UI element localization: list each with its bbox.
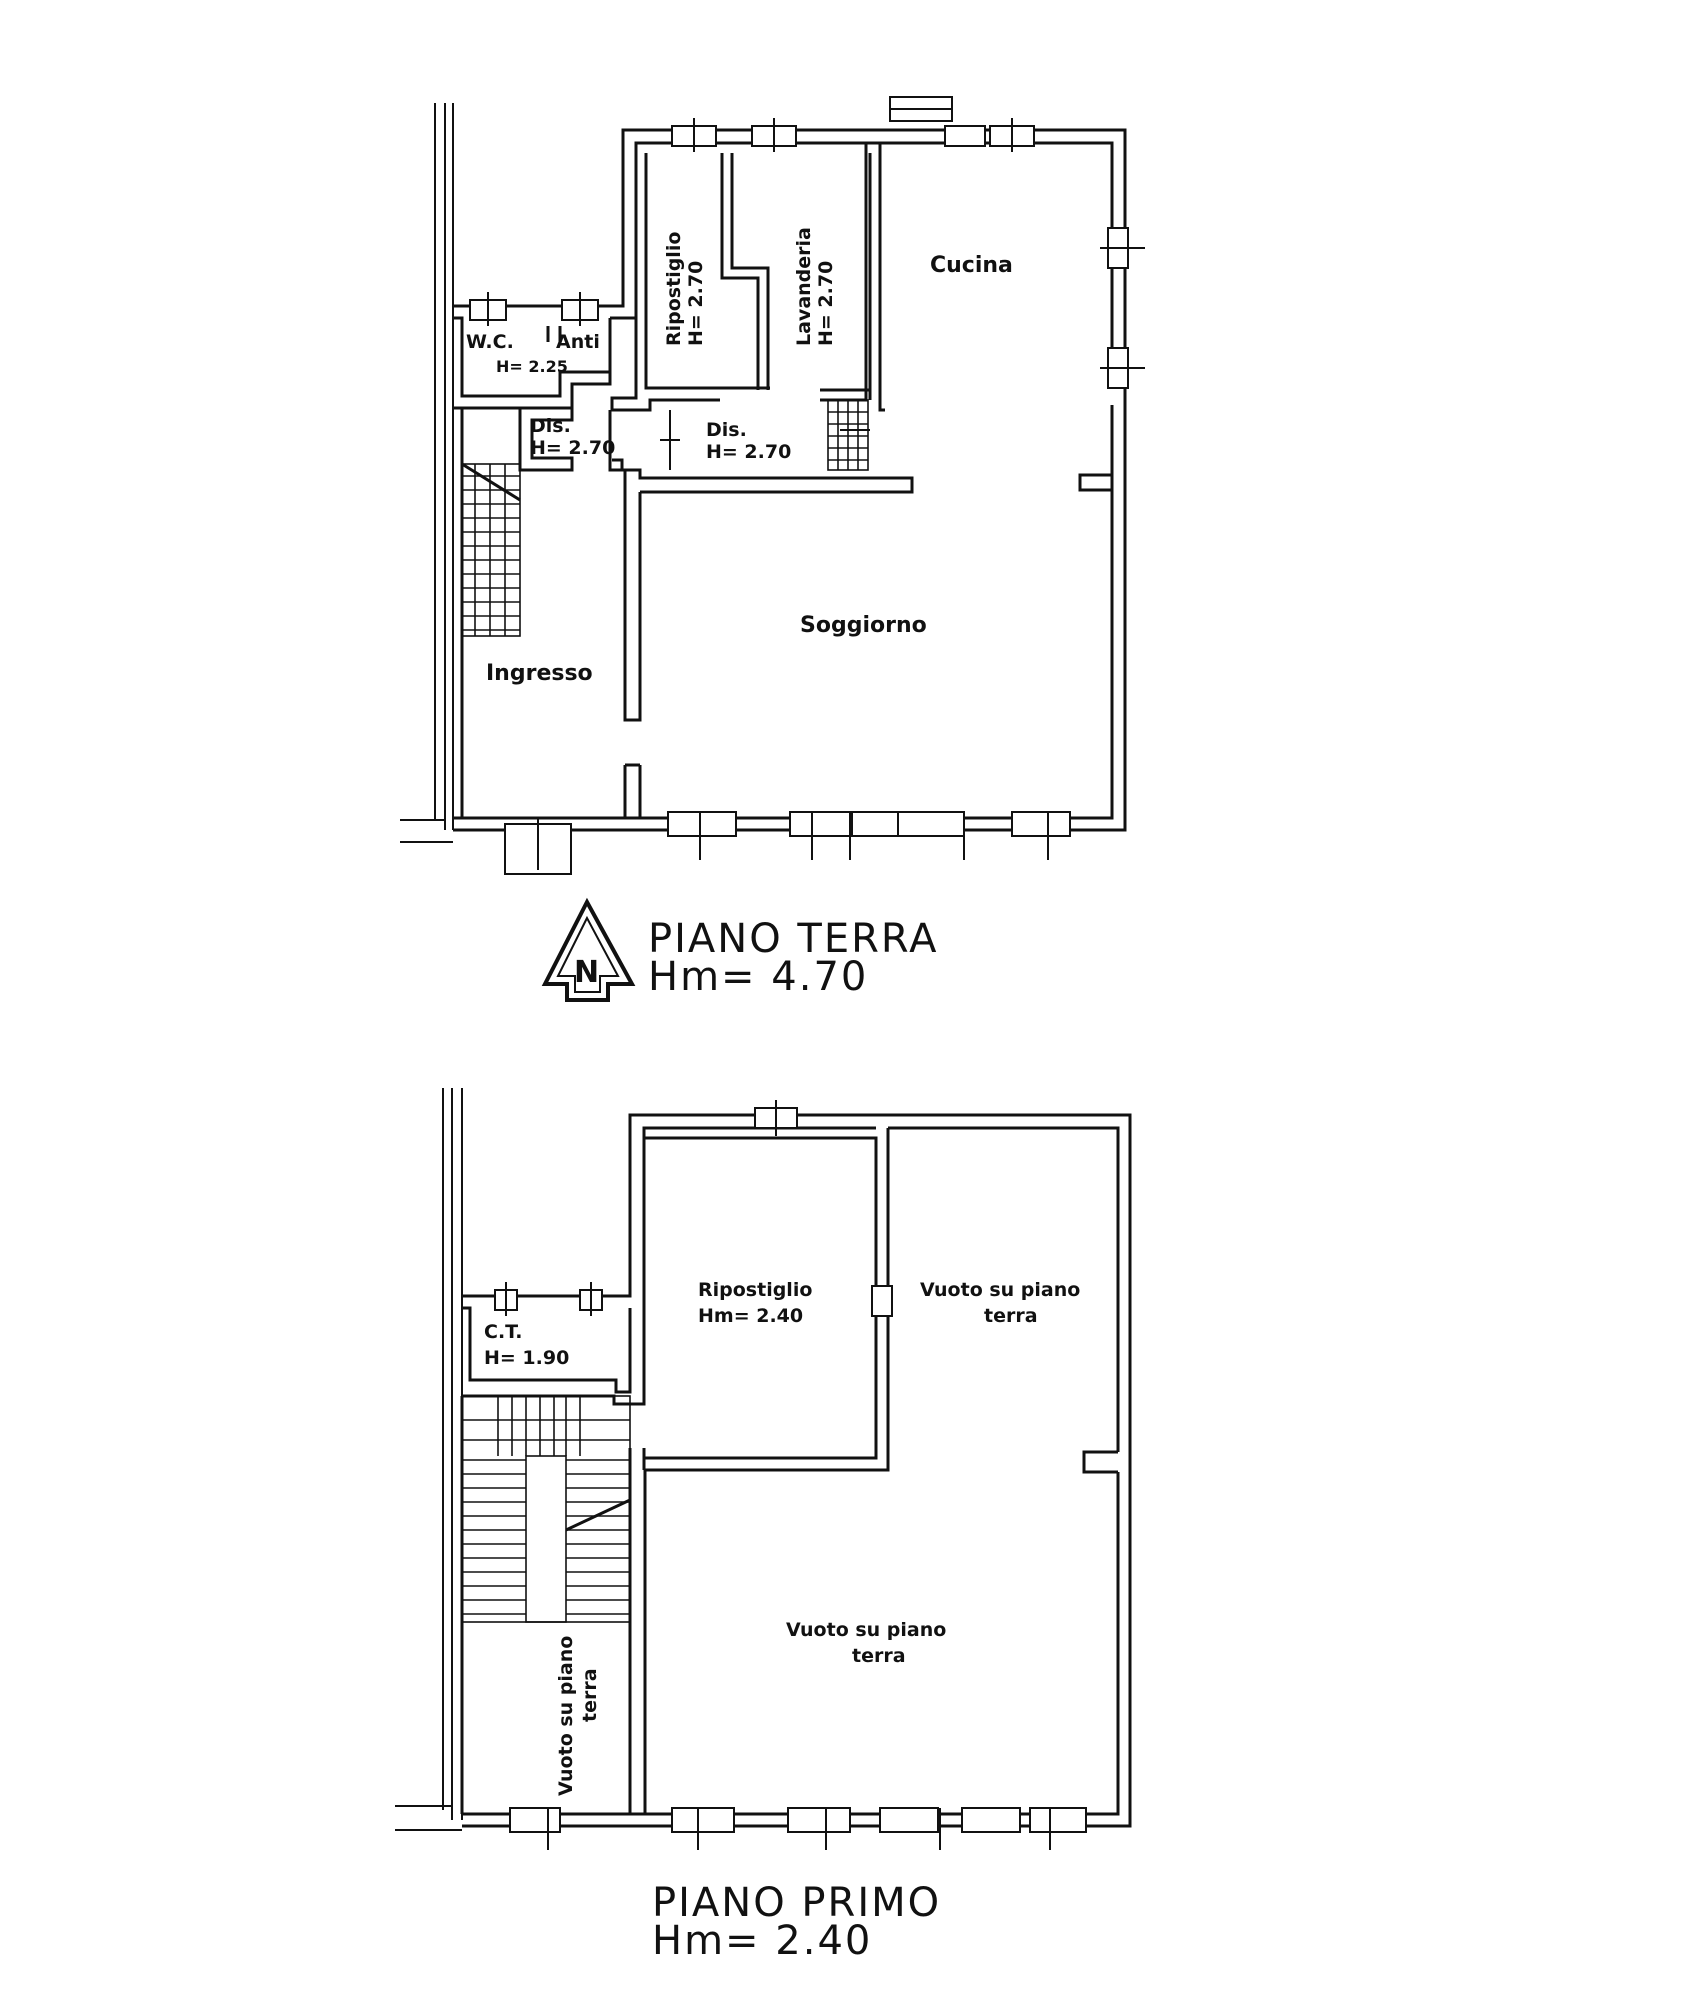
label-first-ripostiglio-height: Hm= 2.40 [698,1305,803,1327]
label-wc-height: H= 2.25 [496,357,568,376]
label-cucina: Cucina [930,253,1013,278]
first-bottom-windows [509,1807,1087,1833]
ground-floor-plan: Cucina Ripostiglio H= 2.70 Lavanderia H=… [400,96,1145,1002]
ground-bottom-windows [504,811,1071,875]
label-ingresso: Ingresso [486,661,593,686]
label-vuoto-stair-line2: terra [579,1668,601,1722]
label-ripostiglio-height: H= 2.70 [685,261,707,346]
label-vuoto-top-line1: Vuoto su piano [920,1279,1080,1301]
north-letter: N [574,955,599,990]
first-floor-stairs [461,1395,631,1623]
label-dis-2-height: H= 2.70 [706,441,791,463]
first-floor-plan: Ripostiglio Hm= 2.40 C.T. H= 1.90 Vuoto … [395,1088,1132,1964]
label-soggiorno: Soggiorno [800,613,927,638]
label-vuoto-main-line1: Vuoto su piano [786,1619,946,1641]
label-vuoto-main-line2: terra [852,1645,906,1667]
label-dis-1-height: H= 2.70 [530,437,615,459]
label-ripostiglio: Ripostiglio [663,232,685,346]
label-ct-height: H= 1.90 [484,1347,569,1369]
label-dis-1: Dis. [530,415,571,437]
label-lavanderia: Lavanderia [793,227,815,346]
label-ct: C.T. [484,1321,522,1343]
label-first-ripostiglio: Ripostiglio [698,1279,812,1301]
ground-floor-height: Hm= 4.70 [648,954,868,1000]
label-vuoto-top-line2: terra [984,1305,1038,1327]
first-floor-height: Hm= 2.40 [652,1918,872,1964]
north-arrow-icon: N [541,897,636,1002]
ground-top-windows [469,125,1035,321]
label-dis-2: Dis. [706,419,747,441]
label-vuoto-stair-line1: Vuoto su piano [555,1636,577,1796]
ground-floor-title: PIANO TERRA [648,916,938,962]
label-wc: W.C. [466,331,514,353]
ground-stairs [461,462,521,637]
label-lavanderia-height: H= 2.70 [815,261,837,346]
label-anti: Anti [556,331,600,353]
first-floor-title: PIANO PRIMO [652,1880,941,1926]
ground-outer-wall [453,128,1127,832]
